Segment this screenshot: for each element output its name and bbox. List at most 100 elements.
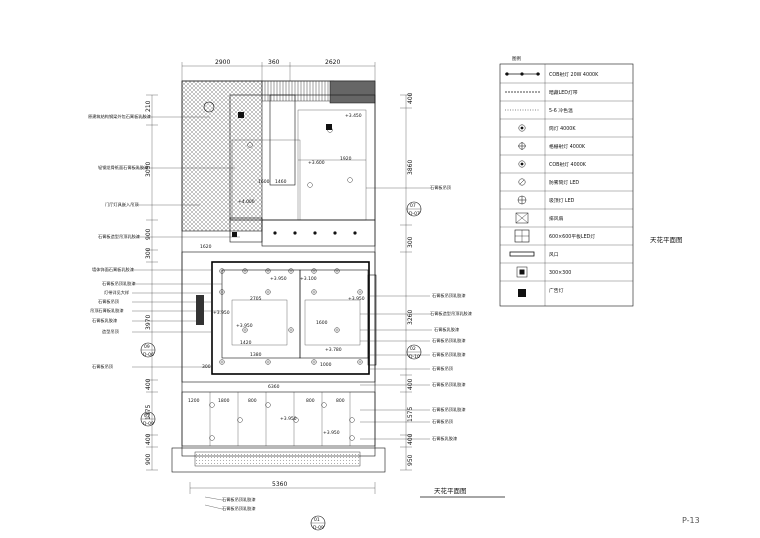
downlight-icon <box>518 124 526 132</box>
right-dimension: 400 <box>407 433 414 445</box>
downlight-icon <box>288 268 294 274</box>
right-dimension: 300 <box>407 236 414 248</box>
section-sheet: D-10 <box>409 354 420 360</box>
section-number: 01 <box>144 413 150 419</box>
left-dimension: 210 <box>145 100 152 112</box>
inner-dimension: 1380 <box>250 352 262 358</box>
callout-label: 石膏板吊顶乳胶漆 <box>432 381 466 388</box>
legend-text: 暗藏LED灯带 <box>549 89 578 96</box>
top-dimension: 360 <box>268 59 280 66</box>
downlight-icon <box>242 327 248 333</box>
section-number: 01 <box>314 517 320 523</box>
callout-label: 石膏板吊顶乳胶漆 <box>432 337 466 344</box>
legend-text: 吸顶灯 LED <box>549 197 575 204</box>
downlight-icon <box>357 289 363 295</box>
legend-text: 筒灯 4000K <box>549 125 576 132</box>
downlight-icon <box>321 402 327 408</box>
downlight-icon <box>334 327 340 333</box>
section-number: 02 <box>410 346 416 352</box>
left-callouts: 原建筑结构钢梁外包石膏板乳胶漆 轻钢龙骨纸面石膏板乳胶漆 门厅灯具嵌入吊顶 石膏… <box>88 113 240 370</box>
bottom-callouts: 石膏板吊顶乳胶漆 石膏板吊顶乳胶漆 <box>204 496 256 512</box>
section-sheet: D-06 <box>143 352 154 358</box>
downlight-icon <box>334 268 340 274</box>
legend-frame <box>499 63 634 307</box>
legend-text: 排风扇 <box>549 215 564 222</box>
left-dimension: 900 <box>145 228 152 240</box>
inner-dimension: 2705 <box>250 296 262 302</box>
downlight-icon <box>349 435 355 441</box>
top-dimension: 2620 <box>325 59 340 66</box>
elevation-label: +3.950 <box>236 323 253 329</box>
downlight-icon <box>293 417 299 423</box>
callout-label: 石膏板吊顶乳胶漆 <box>222 505 256 512</box>
right-callouts: 石膏板吊顶 石膏板吊顶乳胶漆 石膏板造型吊顶乳胶漆 石膏板乳胶漆 石膏板吊顶乳胶… <box>360 184 472 442</box>
downlight-icon <box>265 402 271 408</box>
hatched-lobby-zone <box>181 80 263 232</box>
right-dimension: 1575 <box>407 407 414 422</box>
downlight-icon <box>209 435 215 441</box>
section-marker: 07 D-07 <box>406 201 422 217</box>
elevation-label: +3.950 <box>323 430 340 436</box>
downlight-icon <box>311 268 317 274</box>
inner-dimension: 1460 <box>275 179 287 185</box>
inner-dimension: 1920 <box>340 156 352 162</box>
section-number: 09 <box>144 344 150 350</box>
callout-label: 石膏板吊顶乳胶漆 <box>432 351 466 358</box>
callout-label: 原建筑结构钢梁外包石膏板乳胶漆 <box>88 113 151 120</box>
inner-dimension: 1420 <box>240 340 252 346</box>
ceiling-fan-icon <box>203 101 215 113</box>
legend-text: COB射灯 20W 4000K <box>549 71 599 78</box>
entrance-column <box>329 80 376 104</box>
panel-light-icon <box>514 229 530 243</box>
elevation-label: +3.950 <box>270 276 287 282</box>
callout-label: 墙体饰面石膏板乳胶漆 <box>92 266 134 273</box>
bottom-sub-dimension: 1200 <box>188 398 200 404</box>
section-marker: 09 D-06 <box>140 342 156 358</box>
legend-text: 600×600平板LED灯 <box>549 233 595 240</box>
left-dimension: 900 <box>145 453 152 465</box>
left-dimension: 3970 <box>145 315 152 330</box>
section-sheet: D-09 <box>313 525 324 531</box>
callout-label: 石膏板吊顶乳胶漆 <box>102 280 136 287</box>
entrance-step <box>194 451 361 467</box>
page-number: P-13 <box>682 516 700 525</box>
callout-label: 石膏板乳胶漆 <box>432 435 457 442</box>
side-fixture-left <box>196 295 204 325</box>
top-dimension: 2900 <box>215 59 230 66</box>
elevation-label: +3.950 <box>348 296 365 302</box>
legend-text: 300×300 <box>549 270 571 276</box>
elevation-label: +3.450 <box>345 113 362 119</box>
entrance-strip <box>171 447 386 473</box>
inner-ceiling-c <box>231 299 288 346</box>
downlight-icon <box>237 417 243 423</box>
inner-ceiling-d <box>304 299 361 346</box>
cob-spotlight-icon <box>518 160 526 168</box>
section-sheet: D-09 <box>143 421 154 427</box>
inner-dimension: 1000 <box>320 362 332 368</box>
callout-label: 造型吊顶 <box>102 328 120 335</box>
light-box-row <box>261 219 376 247</box>
downlight-icon <box>219 268 225 274</box>
ceiling-light-icon <box>517 195 527 205</box>
bottom-sub-dimension: 800 <box>336 398 345 404</box>
left-dimension: 300 <box>145 247 152 259</box>
elevation-label: +3.950 <box>213 310 230 316</box>
inner-dimension: 1620 <box>200 244 212 250</box>
inner-ceiling-a <box>221 269 301 359</box>
callout-label: 石膏板吊顶乳胶漆 <box>222 496 256 503</box>
downlight-icon <box>265 289 271 295</box>
inner-dimension: 1600 <box>316 320 328 326</box>
left-dimension: 3050 <box>145 162 152 177</box>
inner-dimension: 1600 <box>258 179 270 185</box>
bottom-sub-dimension: 800 <box>306 398 315 404</box>
section-marker: 01 D-09 <box>310 515 326 531</box>
downlight-icon <box>307 182 313 188</box>
right-dimension: 3260 <box>407 310 414 325</box>
callout-label: 石膏板乳胶漆 <box>92 317 117 324</box>
callout-label: 石膏板吊顶乳胶漆 <box>432 292 466 299</box>
downlight-icon <box>311 289 317 295</box>
plan-title-block: 天花平面图 <box>420 486 505 498</box>
downlight-icon <box>219 359 225 365</box>
grille-spotlight-icon <box>518 142 526 150</box>
